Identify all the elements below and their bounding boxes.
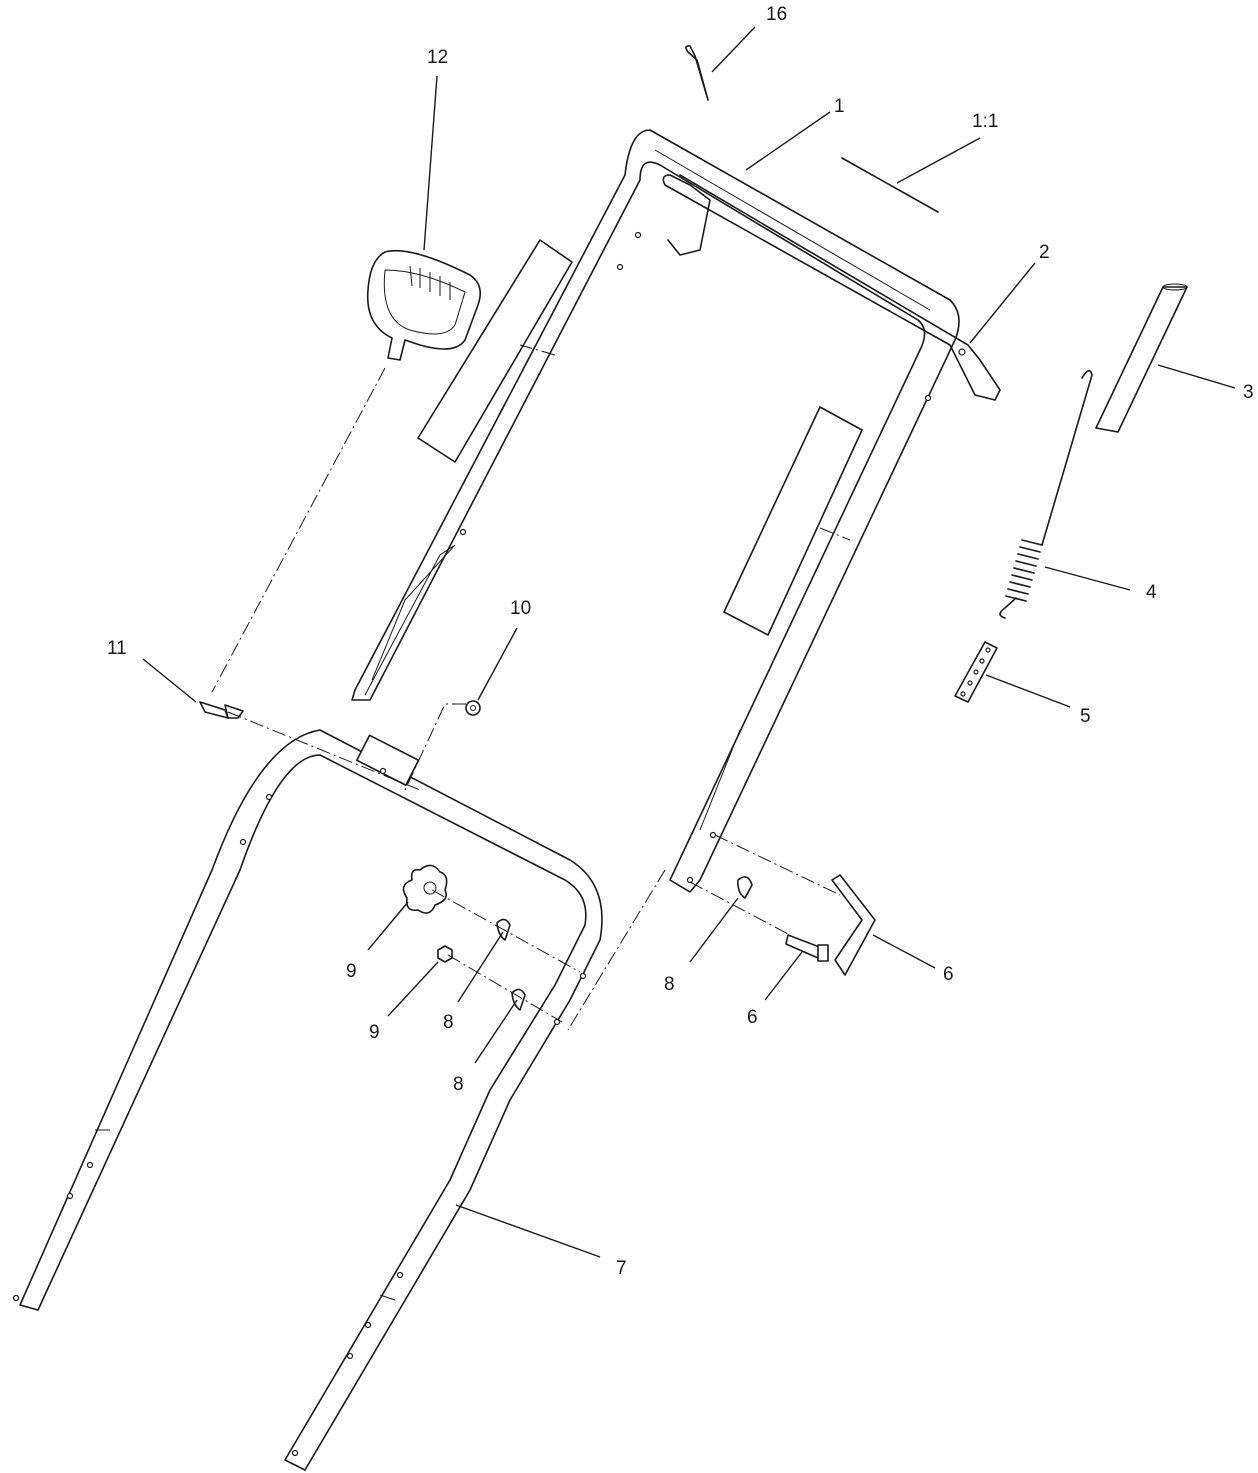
callout-labels: 16 12 1 1:1 2 3 4 5 10 11 9 9 8 8 8 6 6 …	[107, 4, 1254, 1279]
cotter-pin	[685, 45, 709, 101]
curved-washer-2	[511, 988, 526, 1011]
callout-1-1: 1:1	[972, 111, 998, 132]
callout-4: 4	[1146, 582, 1157, 603]
decal-strip	[841, 157, 939, 213]
callout-16: 16	[766, 4, 787, 25]
callout-2: 2	[1039, 242, 1050, 263]
lock-nut	[437, 945, 453, 963]
assembly-centerlines	[211, 344, 851, 1031]
callout-1: 1	[834, 96, 845, 117]
cable-pin	[831, 874, 876, 976]
flat-washer	[465, 700, 481, 716]
callout-9-knob: 9	[346, 961, 357, 982]
decal-panel-left	[417, 239, 573, 463]
link-plate	[954, 641, 998, 703]
assist-grip	[366, 249, 481, 361]
callout-8-lower: 8	[453, 1074, 464, 1095]
callout-6-bolt: 6	[747, 1007, 758, 1028]
lower-handle	[12, 729, 603, 1471]
upper-handle	[351, 129, 960, 893]
spring	[999, 369, 1093, 619]
leader-lines	[142, 26, 1236, 1258]
curved-washer-3	[737, 876, 753, 899]
callout-8-upper: 8	[443, 1012, 454, 1033]
cable-clip	[199, 701, 244, 719]
callout-6-pin: 6	[943, 964, 954, 985]
handle-knob	[402, 864, 448, 914]
callout-7: 7	[616, 1258, 627, 1279]
decal-panel-right	[723, 406, 863, 636]
callout-10: 10	[510, 598, 531, 619]
callout-8-right: 8	[664, 974, 675, 995]
grip-tube	[1095, 283, 1188, 433]
callout-11: 11	[107, 638, 127, 659]
callout-9-nut: 9	[369, 1022, 380, 1043]
callout-5: 5	[1080, 706, 1091, 727]
callout-3: 3	[1243, 382, 1254, 403]
bolt	[785, 934, 829, 962]
callout-12: 12	[427, 47, 448, 68]
control-bail	[662, 174, 1001, 401]
